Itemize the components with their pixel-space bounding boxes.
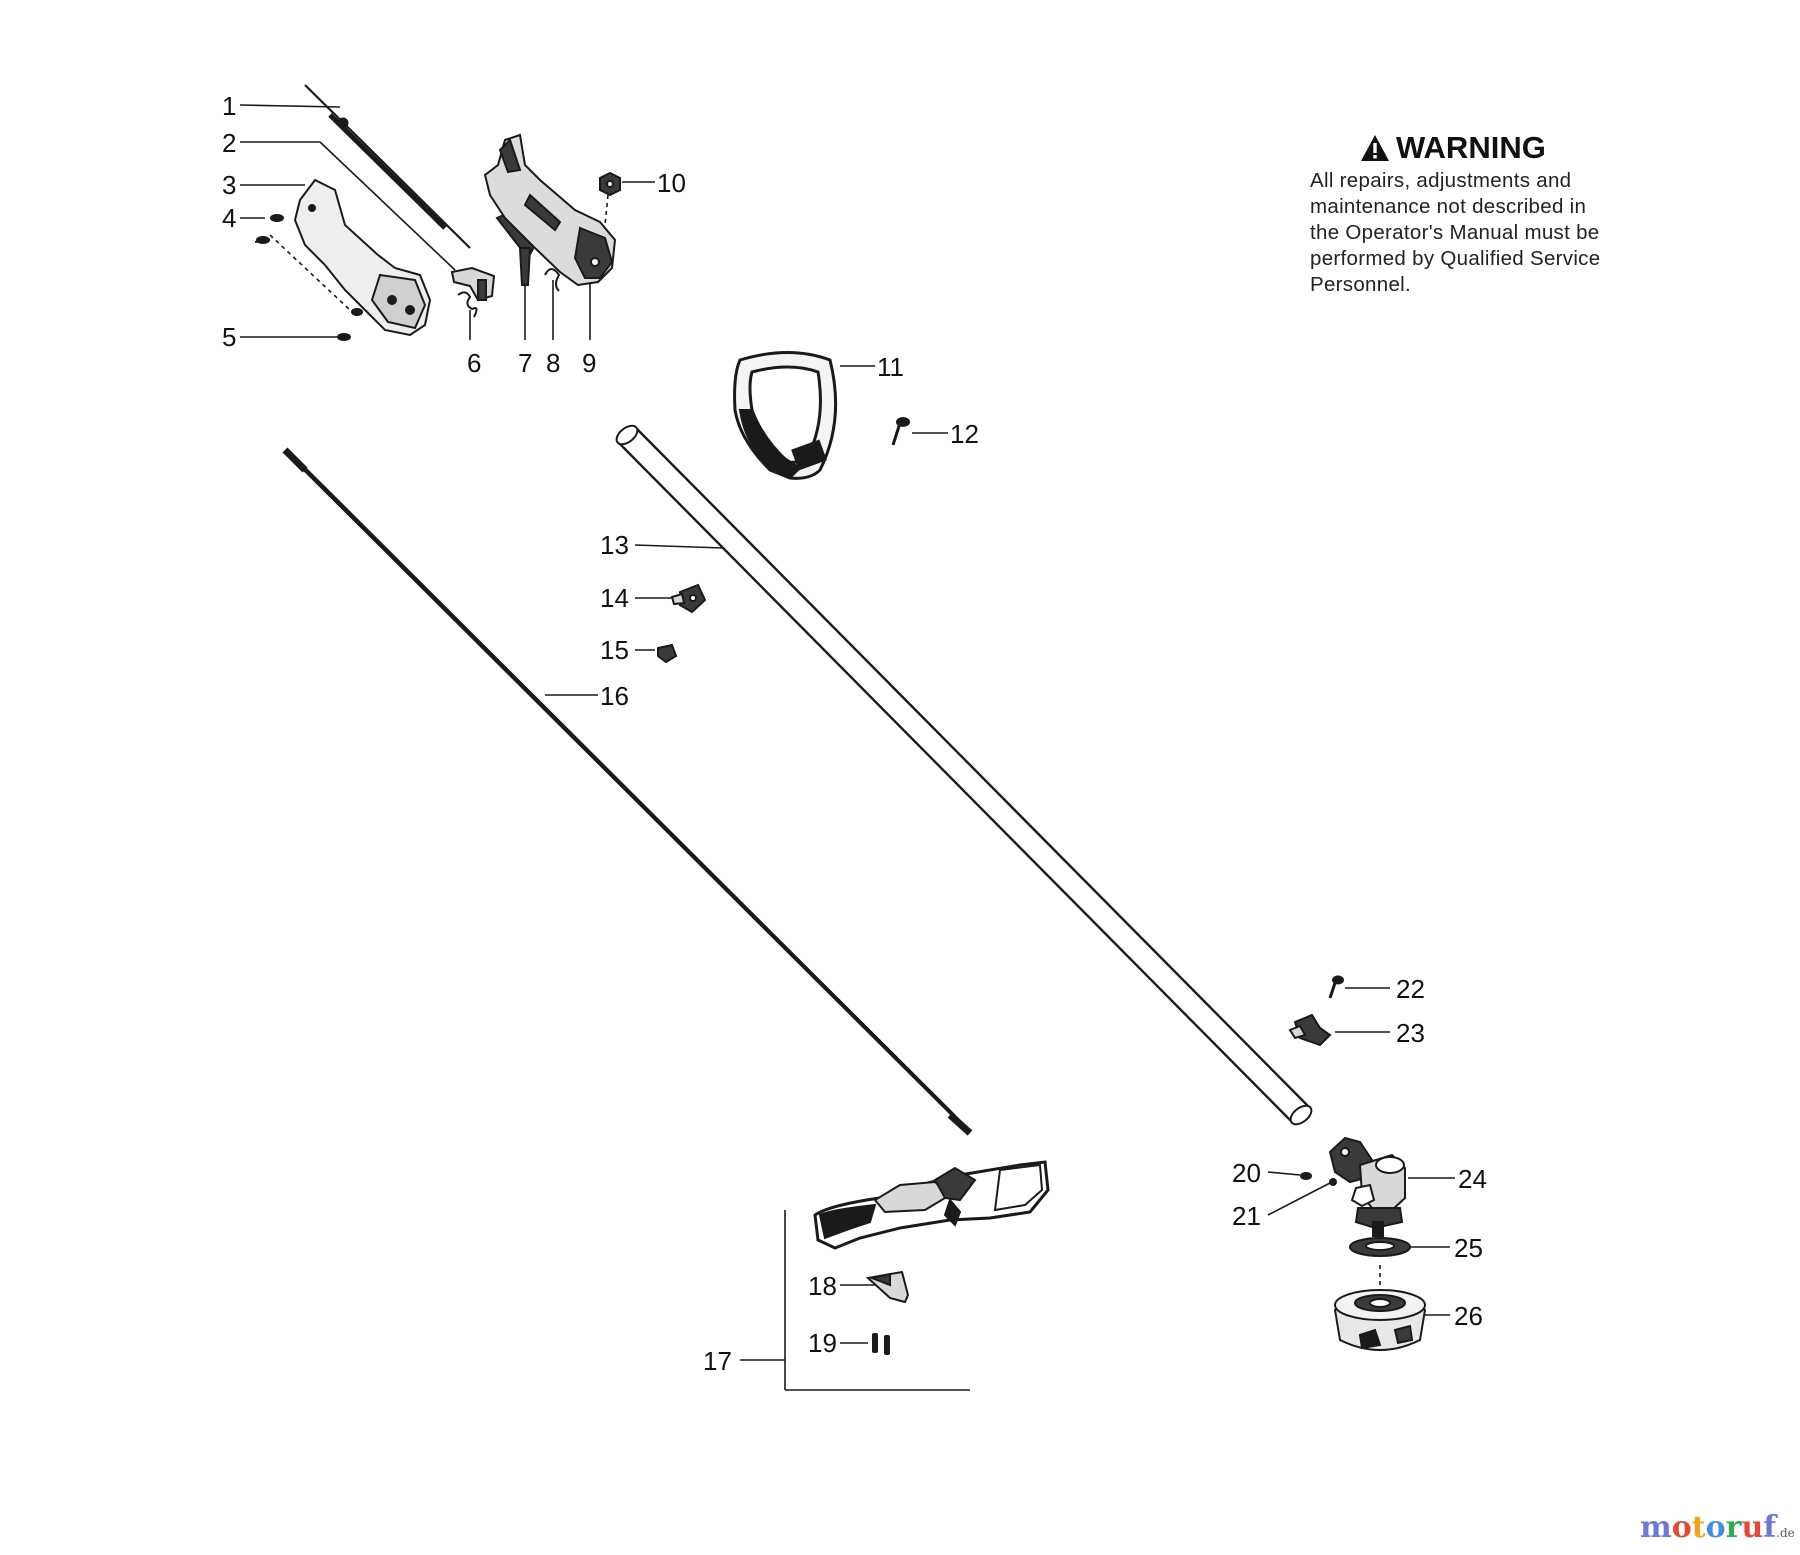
- watermark-tld: .de: [1776, 1526, 1795, 1540]
- callout-16: 16: [600, 681, 629, 711]
- part-20-screw: [1300, 1172, 1312, 1180]
- part-23-clamp: [1288, 1013, 1332, 1047]
- part-6-spring: [457, 291, 478, 318]
- part-12-bolt: [891, 417, 910, 446]
- warning-line: maintenance not described in: [1310, 195, 1587, 218]
- warning-line: performed by Qualified Service: [1310, 247, 1601, 270]
- leader-20: [1267, 1171, 1301, 1176]
- callout-17: 17: [703, 1346, 732, 1376]
- part-2-cable-clip: [450, 266, 496, 302]
- callout-4: 4: [222, 203, 236, 233]
- callout-18: 18: [808, 1271, 837, 1301]
- warning-line: the Operator's Manual must be: [1310, 221, 1600, 244]
- callout-21: 21: [1232, 1201, 1261, 1231]
- part-16-drive-shaft: [282, 447, 973, 1136]
- callout-8: 8: [546, 348, 560, 378]
- leader-lines: [239, 104, 1455, 1391]
- leader-21: [1267, 1182, 1331, 1216]
- part-24-gear-head: [1328, 1136, 1406, 1237]
- callout-24: 24: [1458, 1164, 1487, 1194]
- callout-2: 2: [222, 128, 236, 158]
- callout-15: 15: [600, 635, 629, 665]
- callout-labels: 1 2 3 4 5 6 7 8 9 10 11 12 13 14 15 16 1…: [222, 91, 1487, 1376]
- callout-19: 19: [808, 1328, 837, 1358]
- callout-23: 23: [1396, 1018, 1425, 1048]
- callout-13: 13: [600, 530, 629, 560]
- part-13-drive-tube: [615, 424, 1313, 1126]
- part-21-pin: [1329, 1178, 1337, 1186]
- watermark-letter: t: [1691, 1510, 1706, 1545]
- callout-14: 14: [600, 583, 629, 613]
- part-26-trimmer-head: [1333, 1289, 1427, 1351]
- callout-12: 12: [950, 419, 979, 449]
- warning-heading: WARNING: [1360, 130, 1670, 166]
- leader-1: [239, 104, 341, 108]
- watermark-letter: r: [1725, 1510, 1742, 1545]
- watermark-letter: u: [1741, 1510, 1764, 1545]
- part-8-spring: [544, 268, 561, 292]
- callout-7: 7: [518, 348, 532, 378]
- part-1-throttle-cable: [304, 84, 471, 249]
- warning-line: Personnel.: [1310, 273, 1412, 296]
- callout-6: 6: [467, 348, 481, 378]
- warning-line: All repairs, adjustments and: [1310, 169, 1572, 192]
- callout-5: 5: [222, 322, 236, 352]
- warning-body: All repairs, adjustments and maintenance…: [1310, 168, 1670, 298]
- part-3-handle-housing: [293, 178, 432, 337]
- leader-13: [634, 544, 724, 549]
- leader-2b: [319, 141, 456, 271]
- watermark-letter: f: [1763, 1510, 1777, 1545]
- part-17-shield-assembly: [813, 1160, 1050, 1250]
- callout-25: 25: [1454, 1233, 1483, 1263]
- callout-1: 1: [222, 91, 236, 121]
- callout-10: 10: [657, 168, 686, 198]
- part-10-nut: [599, 171, 621, 197]
- callout-9: 9: [582, 348, 596, 378]
- watermark-letter: m: [1640, 1510, 1672, 1545]
- part-9-handle-cover: [483, 133, 617, 287]
- part-22-screw: [1328, 975, 1344, 999]
- callout-26: 26: [1454, 1301, 1483, 1331]
- part-5-screw: [337, 308, 363, 341]
- callout-20: 20: [1232, 1158, 1261, 1188]
- callout-3: 3: [222, 170, 236, 200]
- part-14-clamp: [670, 583, 707, 614]
- site-watermark: motoruf.de: [1640, 1510, 1795, 1545]
- callout-22: 22: [1396, 974, 1425, 1004]
- callout-11: 11: [877, 352, 904, 382]
- warning-title: WARNING: [1396, 130, 1546, 165]
- part-19-screws: [872, 1333, 890, 1355]
- part-25-washer: [1349, 1237, 1411, 1257]
- warning-notice: WARNING All repairs, adjustments and mai…: [1310, 130, 1670, 298]
- part-15-knob: [657, 643, 678, 664]
- warning-triangle-icon: [1361, 135, 1389, 161]
- watermark-letter: o: [1671, 1510, 1692, 1545]
- part-4-screws: [254, 214, 284, 244]
- part-11-loop-handle: [733, 351, 838, 480]
- watermark-letter: o: [1705, 1510, 1726, 1545]
- part-18-blade: [865, 1270, 910, 1304]
